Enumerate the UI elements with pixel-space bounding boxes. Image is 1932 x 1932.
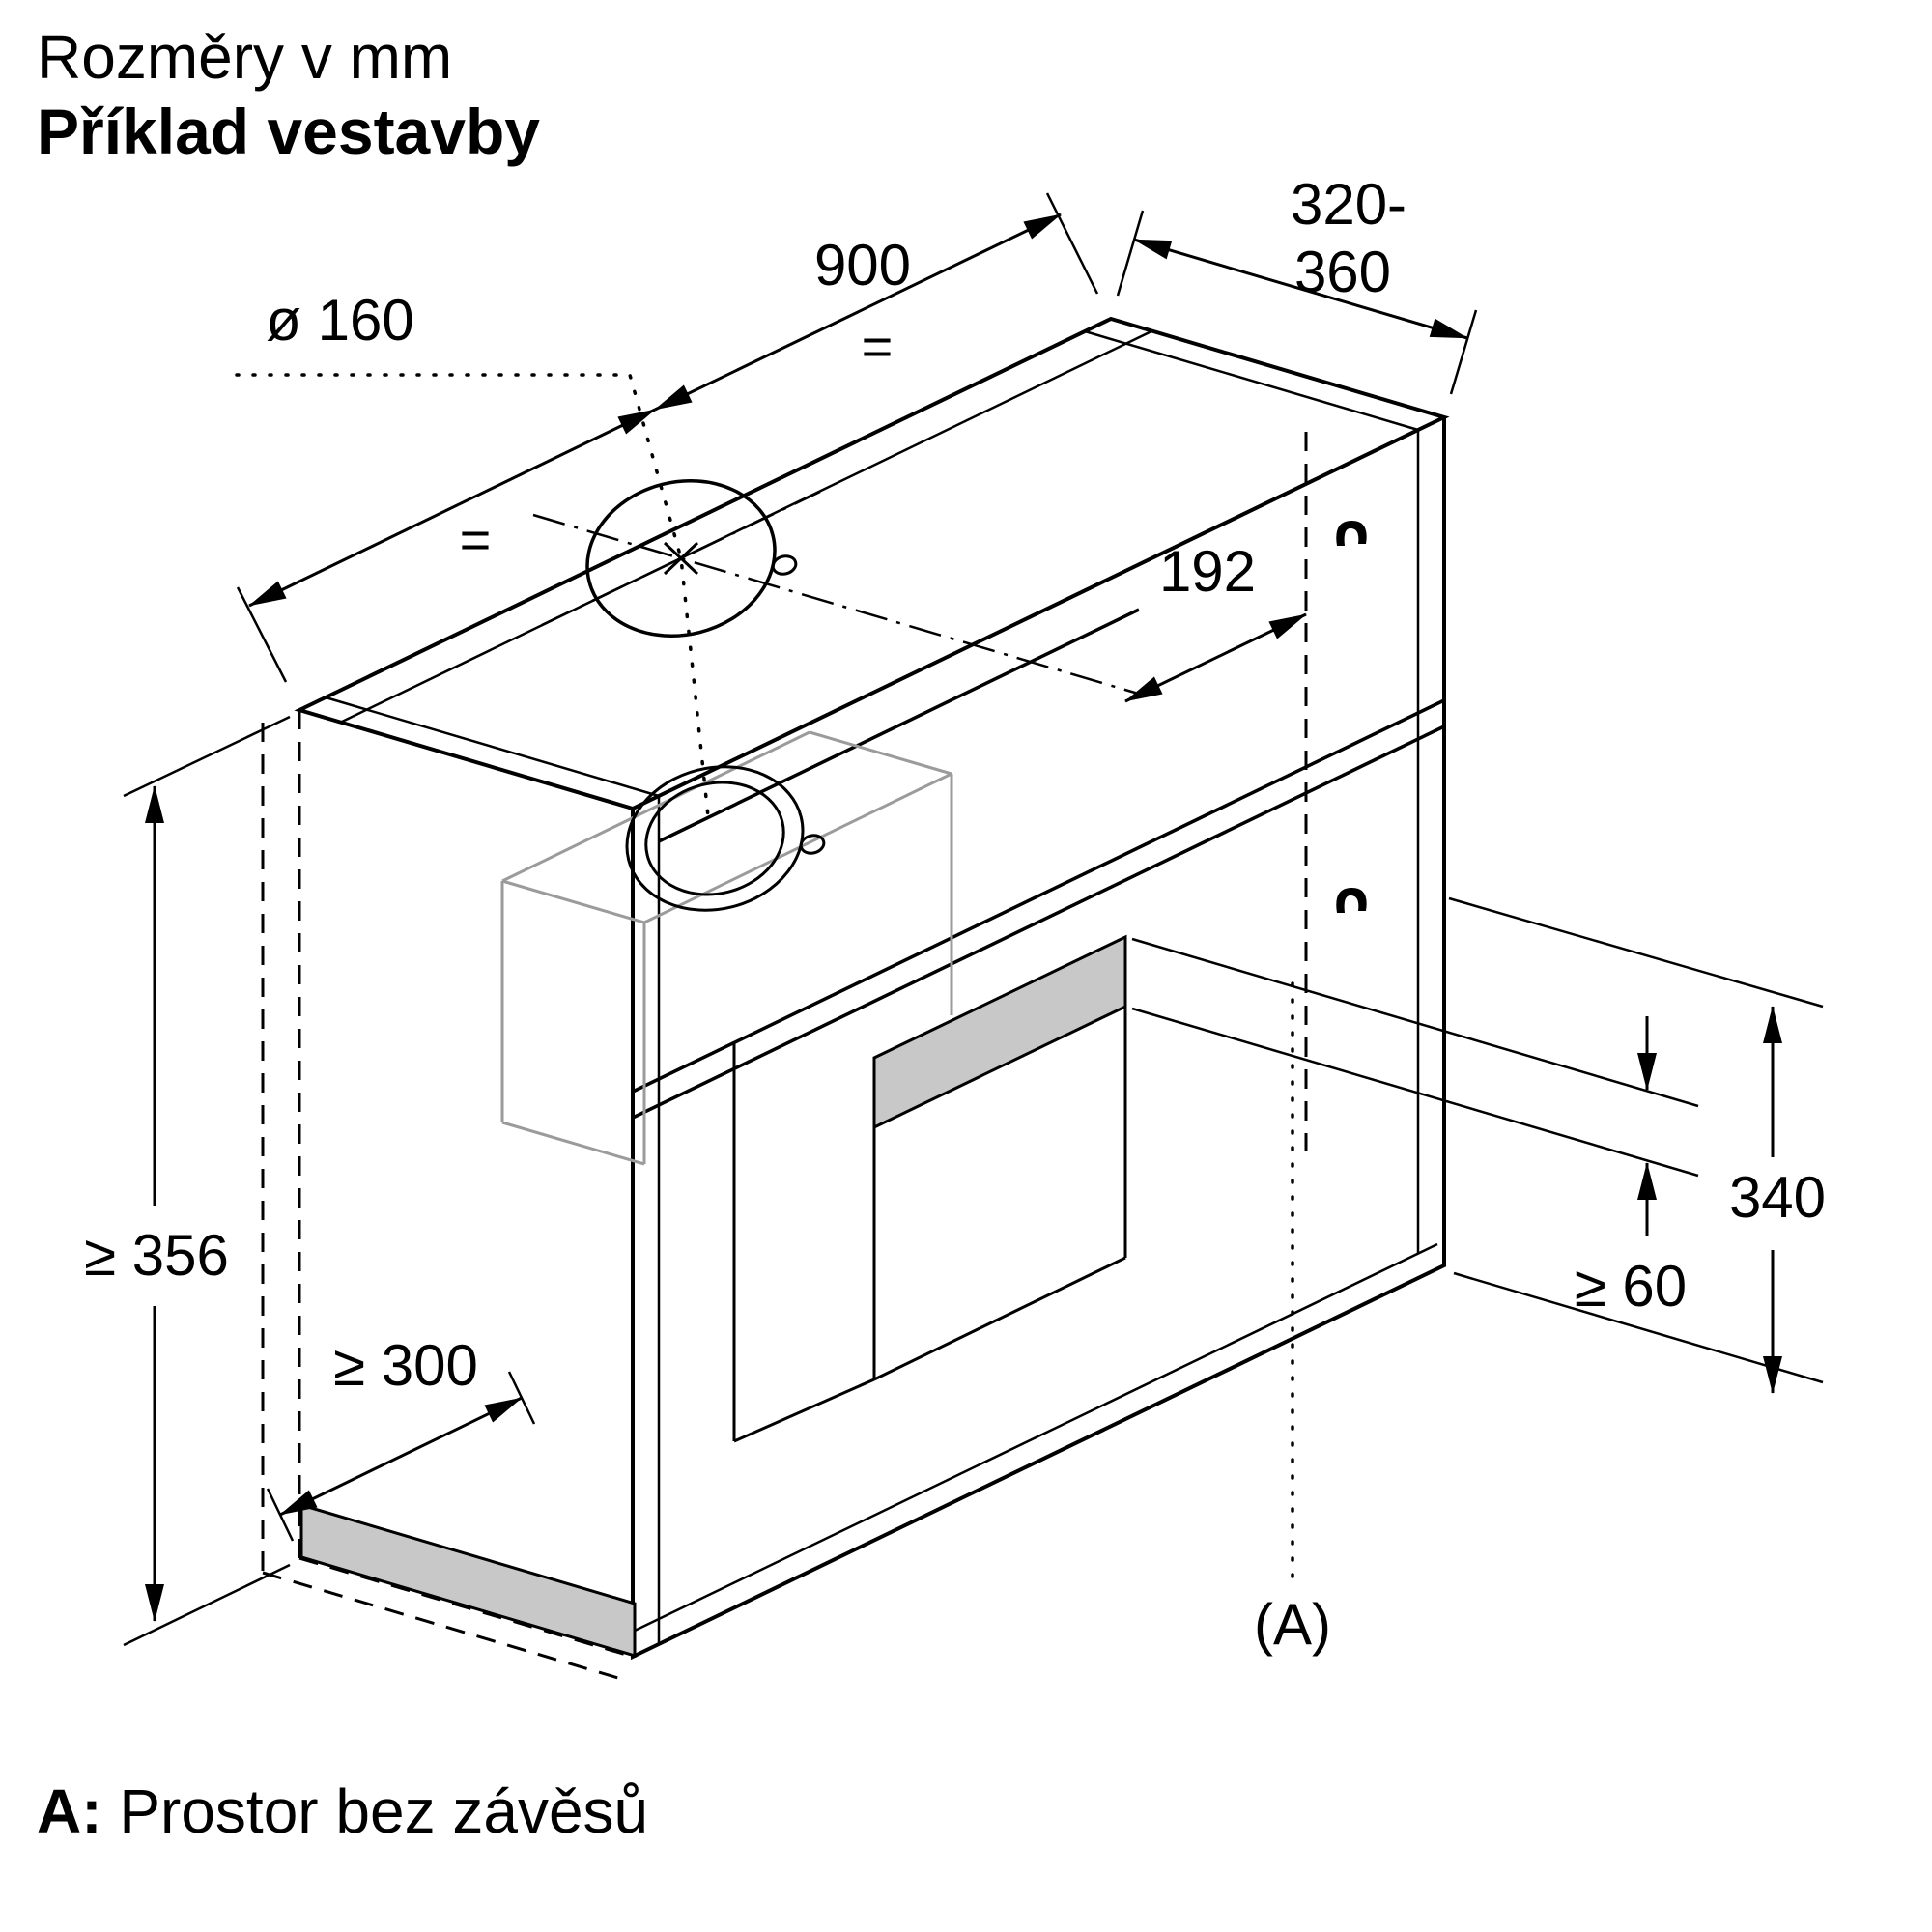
duct-spigot-rings (625, 765, 826, 912)
hood-visor-shaded-strip (299, 1502, 637, 1659)
dim-hole-offset-192 (1124, 612, 1307, 703)
title-dimensions: Rozměry v mm (37, 22, 453, 92)
diameter-leader-dotted (235, 373, 710, 818)
dim-bottom-clearance-value: ≥ 60 (1575, 1254, 1687, 1319)
mounting-hook-top-icon (1336, 520, 1367, 546)
dim-duct-diameter: ø 160 (266, 288, 413, 353)
dim-width-900 (236, 192, 1099, 683)
dim-front-clearance-300 (266, 1371, 536, 1542)
hood-body-lines (732, 1007, 1127, 1443)
legend-text: Prostor bez závěsů (119, 1776, 649, 1846)
dim-hole-offset-value: 192 (1159, 539, 1256, 604)
hood-right-shaded-strip (872, 934, 1127, 1130)
dim-niche-height-356 (123, 715, 291, 1647)
legend: A: Prostor bez závěsů (37, 1776, 648, 1847)
dim-width-value: 900 (814, 233, 911, 298)
interior-shelf (632, 608, 1445, 1120)
dim-bottom-clearance-60 (1131, 937, 1699, 1236)
cabinet-front-edges (631, 417, 1446, 1661)
dim-depth-line1: 320- (1291, 172, 1406, 237)
dim-depth-320-360 (1116, 210, 1478, 395)
legend-key: A: (37, 1776, 102, 1846)
equal-mark-right: = (862, 316, 894, 377)
dim-front-clearance-value: ≥ 300 (333, 1333, 478, 1398)
center-line-depth (532, 513, 1146, 697)
center-x-mark (663, 541, 699, 576)
top-duct-hole (532, 479, 1146, 697)
cabinet-panel-thickness-lines (325, 329, 1438, 1644)
dim-niche-height-value: ≥ 356 (84, 1223, 229, 1288)
duct-spigot-box (500, 730, 953, 1166)
title-block: Rozměry v mm Příklad vestavby (37, 21, 540, 169)
dim-body-height-340 (1448, 896, 1824, 1394)
equal-mark-left: = (460, 509, 492, 570)
area-a-label: (A) (1254, 1592, 1331, 1657)
title-installation-example: Příklad vestavby (37, 95, 540, 167)
hidden-edges-dashed (261, 432, 1308, 1680)
cabinet-outline (294, 316, 1450, 1661)
dim-depth-line2: 360 (1294, 240, 1391, 304)
mounting-hook-bottom-icon (1336, 887, 1367, 913)
dim-body-height-value: 340 (1729, 1165, 1826, 1230)
